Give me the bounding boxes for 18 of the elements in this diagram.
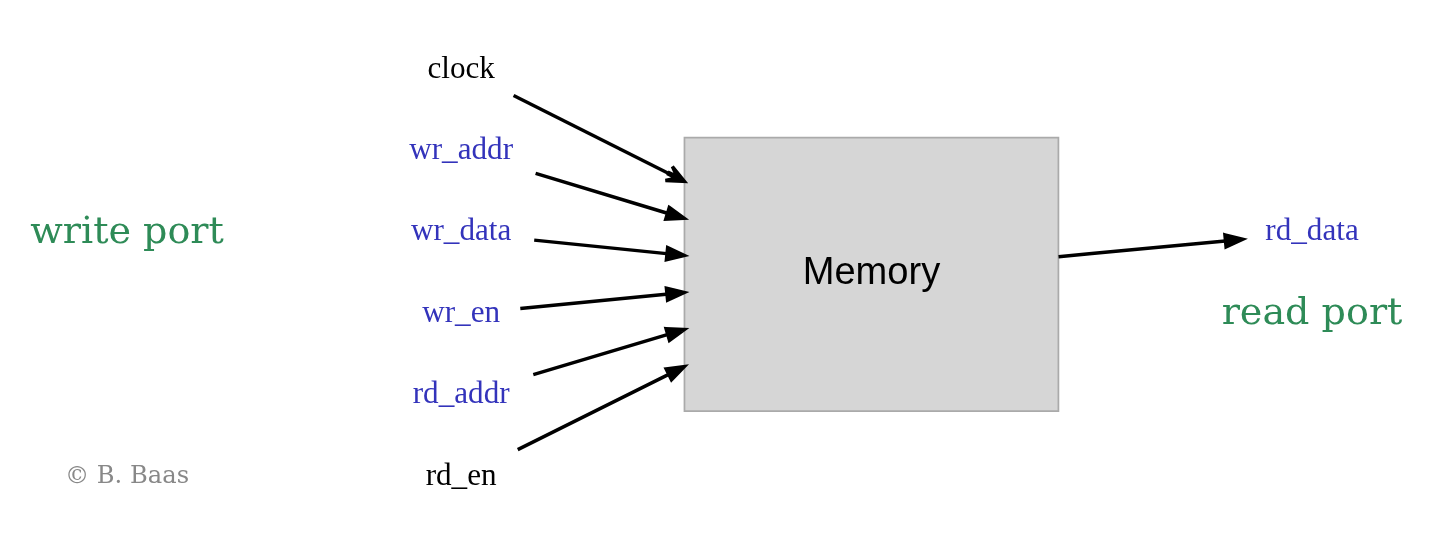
node-text: wr_data <box>410 212 512 248</box>
arrow <box>512 94 687 184</box>
label: read port <box>1221 288 1403 333</box>
node-text: rd_data <box>1265 212 1359 248</box>
node-box: Memory <box>683 136 1060 412</box>
label: © B. Baas <box>64 461 190 490</box>
node-text: wr_addr <box>409 131 514 167</box>
arrow <box>532 326 690 377</box>
arrow <box>520 285 690 311</box>
label: write port <box>30 207 224 252</box>
arrow <box>516 364 689 452</box>
arrow <box>1058 232 1248 259</box>
arrow <box>534 238 690 262</box>
node-text: wr_en <box>422 293 501 329</box>
node-text: rd_en <box>425 456 497 492</box>
node-text: clock <box>427 49 495 85</box>
node-text: rd_addr <box>412 375 510 411</box>
arrow <box>535 171 690 221</box>
